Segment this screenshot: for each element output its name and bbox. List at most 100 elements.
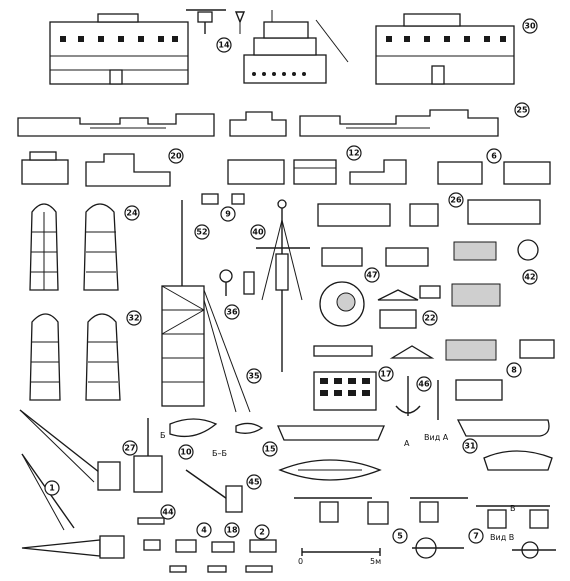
deckhouse-small-6 (437, 161, 551, 185)
superstructure-side-view (243, 10, 349, 84)
view-a-label: Вид А (424, 433, 449, 442)
radar-mast (256, 199, 310, 372)
superstructure-front-view-left (49, 13, 189, 85)
section-label-bb: Б–Б (212, 449, 227, 458)
deckhouse-small-2 (85, 153, 171, 187)
svg-text:46: 46 (418, 380, 430, 389)
badge-31: 31 (462, 438, 478, 454)
badge-9: 9 (220, 206, 236, 222)
round-hatch (319, 281, 365, 327)
badge-5: 5 (392, 528, 408, 544)
badge-2: 2 (254, 524, 270, 540)
svg-text:22: 22 (424, 314, 435, 323)
section-mark-b: Б (160, 431, 166, 440)
svg-text:44: 44 (162, 508, 174, 517)
arrow-v-label: В (510, 504, 516, 513)
badge-40: 40 (250, 224, 266, 240)
svg-text:25: 25 (516, 106, 528, 115)
badge-52: 52 (194, 224, 210, 240)
tower-upper-right (83, 203, 119, 291)
crane-jib-right (185, 469, 243, 513)
svg-text:1: 1 (49, 484, 55, 493)
scale-bar (301, 548, 381, 556)
deckhouse-small-1 (21, 151, 69, 185)
gun-mount-bottom (412, 537, 556, 559)
deckhouse-small-4 (293, 159, 337, 185)
svg-text:12: 12 (348, 149, 359, 158)
boat-top-row (169, 418, 550, 441)
svg-text:24: 24 (126, 209, 138, 218)
badge-24: 24 (124, 205, 140, 221)
badge-27: 27 (122, 440, 138, 456)
tower-lower-left (29, 313, 61, 401)
badge-10: 10 (178, 444, 194, 460)
svg-text:9: 9 (225, 210, 231, 219)
badge-14: 14 (216, 37, 232, 53)
badge-35: 35 (246, 368, 262, 384)
deckhouse-pair-row-b (321, 247, 429, 267)
badge-45: 45 (246, 474, 262, 490)
winch-top-item (186, 9, 246, 34)
svg-text:31: 31 (464, 442, 476, 451)
boom-bottom (21, 535, 125, 559)
scale-zero-label: 0 (298, 557, 303, 566)
badge-15: 15 (262, 441, 278, 457)
badge-8: 8 (506, 362, 522, 378)
svg-text:27: 27 (124, 444, 135, 453)
svg-text:40: 40 (252, 228, 264, 237)
svg-text:32: 32 (128, 314, 139, 323)
svg-text:2: 2 (259, 528, 265, 537)
hatch-covers (377, 285, 441, 329)
badge-1: 1 (44, 480, 60, 496)
svg-text:4: 4 (201, 526, 207, 535)
badge-18: 18 (224, 522, 240, 538)
badge-17: 17 (378, 366, 394, 382)
badge-25: 25 (514, 102, 530, 118)
winch-machinery-3 (445, 339, 555, 361)
svg-text:52: 52 (196, 228, 207, 237)
svg-text:45: 45 (248, 478, 260, 487)
searchlight-pair (201, 193, 245, 205)
fitting-parts-bottom (137, 517, 277, 573)
tower-upper-left (29, 203, 59, 291)
badge-32: 32 (126, 310, 142, 326)
view-v-label: Вид В (490, 533, 514, 542)
winch-machinery-1 (453, 239, 539, 261)
badge-6: 6 (486, 148, 502, 164)
svg-text:17: 17 (380, 370, 391, 379)
svg-text:30: 30 (524, 22, 536, 31)
badge-44: 44 (160, 504, 176, 520)
svg-text:14: 14 (218, 41, 230, 50)
svg-text:47: 47 (366, 271, 377, 280)
deckhouse-short (229, 111, 287, 137)
tower-lower-right (85, 313, 121, 401)
svg-text:8: 8 (511, 366, 517, 375)
strip-items (313, 345, 435, 359)
grating-panel (313, 371, 377, 411)
deckhouse-small-5 (349, 159, 407, 185)
boat-right-view (483, 450, 553, 471)
lattice-tower (161, 200, 251, 413)
svg-text:7: 7 (473, 532, 479, 541)
svg-text:15: 15 (264, 445, 276, 454)
badge-12: 12 (346, 145, 362, 161)
svg-text:18: 18 (226, 526, 238, 535)
badge-36: 36 (224, 304, 240, 320)
svg-text:42: 42 (524, 273, 535, 282)
gun-mounts (294, 497, 550, 529)
deckhouse-small-3 (227, 159, 285, 185)
deckhouse-long-left (17, 113, 215, 137)
badge-42: 42 (522, 269, 538, 285)
svg-text:35: 35 (248, 372, 260, 381)
crane-pedestal (133, 418, 163, 493)
badge-20: 20 (168, 148, 184, 164)
scale-five-label: 5м (370, 557, 381, 566)
deckhouse-long-right (299, 109, 499, 137)
anchor-and-bollard (395, 376, 503, 420)
badge-7: 7 (468, 528, 484, 544)
svg-text:20: 20 (170, 152, 182, 161)
superstructure-front-view-right (375, 13, 515, 85)
badge-30: 30 (522, 18, 538, 34)
crane-large (19, 409, 121, 491)
